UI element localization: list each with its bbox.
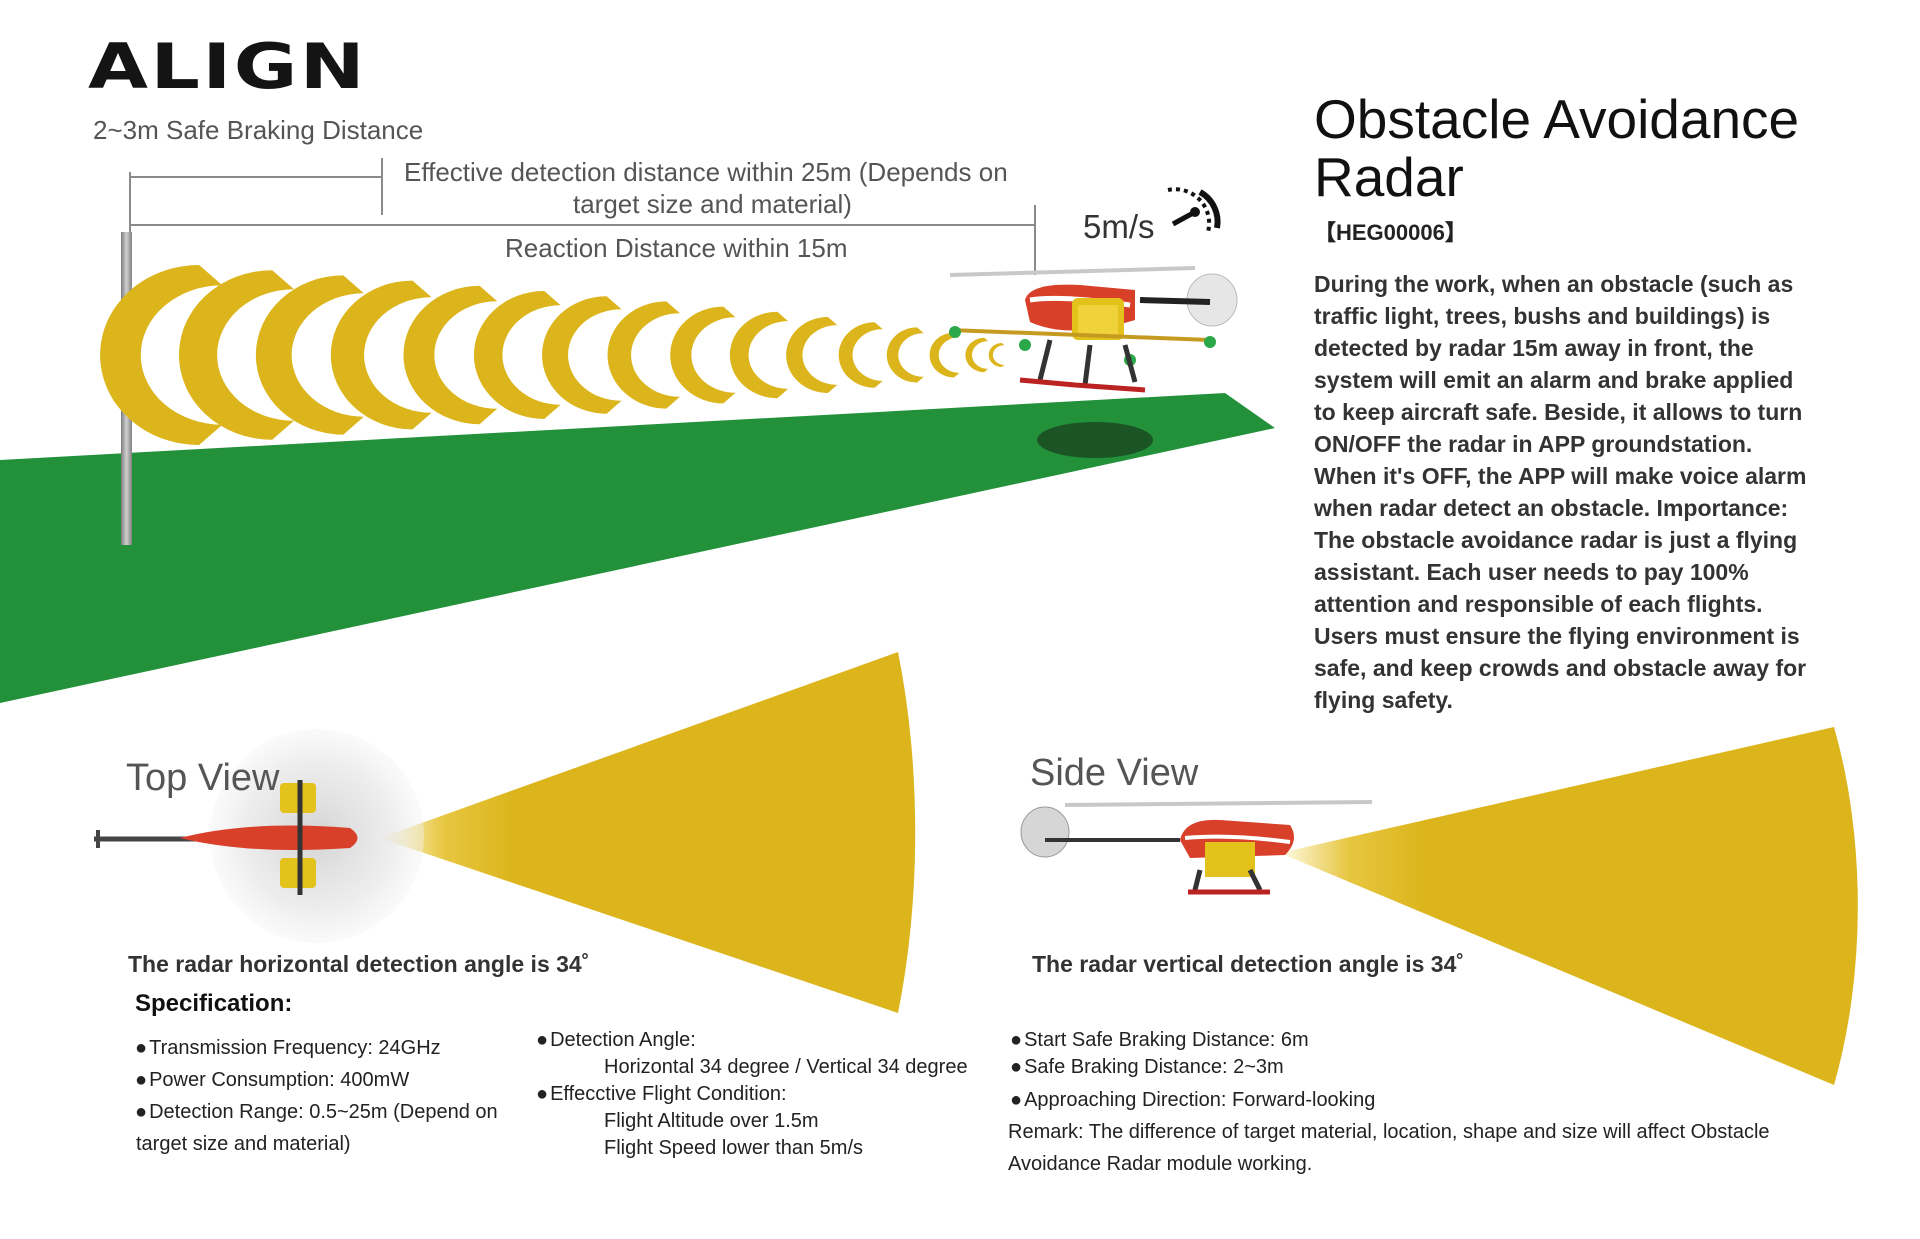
- radar-wave-arc: [473, 291, 561, 419]
- align-logo: ALIGN: [88, 30, 368, 103]
- spec-item: Start Safe Braking Distance: 6m: [1010, 1029, 1309, 1052]
- spec-item: Power Consumption: 400mW: [135, 1069, 409, 1092]
- spec-subitem: Flight Altitude over 1.5m: [604, 1110, 819, 1132]
- product-description: During the work, when an obstacle (such …: [1314, 271, 1807, 713]
- radar-wave-arc: [542, 296, 622, 414]
- reaction-distance-label: Reaction Distance within 15m: [505, 233, 848, 263]
- radar-wave-arc: [100, 265, 223, 445]
- speedometer-icon: [1167, 187, 1221, 233]
- ground: [0, 393, 1275, 703]
- radar-wave-arc: [255, 275, 364, 435]
- top-view-angle-text: The radar horizontal detection angle is …: [128, 951, 590, 977]
- radar-wave-arc: [607, 301, 680, 409]
- speed-label: 5m/s: [1083, 208, 1155, 245]
- helicopter-shadow: [1037, 422, 1153, 458]
- product-title: Obstacle Avoidance Radar: [1314, 90, 1894, 206]
- effective-detection-label-2: target size and material): [573, 189, 852, 219]
- dimension-lines: [129, 158, 1036, 275]
- top-view-title: Top View: [126, 757, 280, 799]
- radar-wave-arc: [729, 311, 789, 399]
- radar-waves: [100, 265, 1005, 445]
- spec-item: Detection Range: 0.5~25m (Depend on: [135, 1101, 498, 1124]
- spec-subitem: Flight Speed lower than 5m/s: [604, 1137, 864, 1159]
- side-view-title: Side View: [1030, 752, 1199, 794]
- radar-wave-arc: [988, 343, 1005, 367]
- spec-item: Detection Angle:: [536, 1029, 696, 1052]
- product-title-line-2: Radar: [1314, 146, 1464, 208]
- spec-item: Effecctive Flight Condition:: [536, 1083, 786, 1106]
- remark-text-continued: Avoidance Radar module working.: [1008, 1153, 1313, 1175]
- spec-item-continued: target size and material): [136, 1133, 351, 1155]
- radar-wave-arc: [886, 327, 924, 383]
- remark-text: Remark: The difference of target materia…: [1008, 1121, 1770, 1143]
- flying-helicopter: [949, 266, 1238, 393]
- safe-braking-label: 2~3m Safe Braking Distance: [93, 115, 424, 145]
- side-view-radar-beam: [1280, 727, 1858, 1085]
- specification-heading: Specification:: [135, 990, 293, 1017]
- radar-wave-arc: [178, 270, 295, 440]
- spec-item: Approaching Direction: Forward-looking: [1010, 1089, 1375, 1112]
- side-view-angle-text: The radar vertical detection angle is 34…: [1032, 951, 1465, 977]
- product-title-line-1: Obstacle Avoidance: [1314, 88, 1800, 150]
- radar-wave-arc: [403, 285, 498, 425]
- spec-subitem: Horizontal 34 degree / Vertical 34 degre…: [604, 1056, 968, 1078]
- radar-wave-arc: [330, 280, 432, 430]
- radar-wave-arc: [929, 332, 960, 378]
- spec-item: Transmission Frequency: 24GHz: [135, 1037, 441, 1060]
- top-view-radar-beam: [380, 652, 916, 1013]
- spec-item: Safe Braking Distance: 2~3m: [1010, 1056, 1284, 1079]
- side-view-helicopter: [1020, 800, 1373, 895]
- top-view-helicopter: [94, 729, 424, 943]
- product-code: 【HEG00006】: [1314, 220, 1467, 245]
- radar-wave-arc: [838, 322, 883, 388]
- radar-wave-arc: [965, 337, 989, 373]
- radar-wave-arc: [786, 317, 838, 393]
- effective-detection-label-1: Effective detection distance within 25m …: [404, 157, 1008, 187]
- radar-wave-arc: [670, 306, 736, 404]
